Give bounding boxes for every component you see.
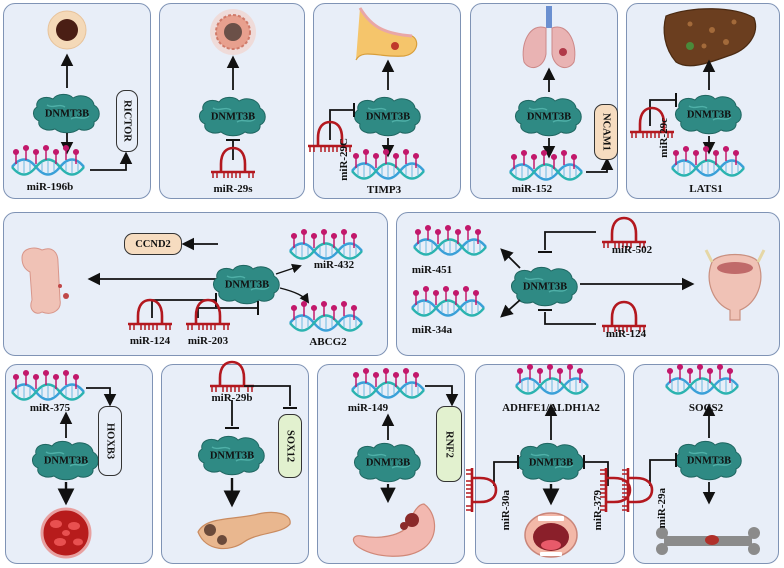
enzyme-label-10: DNMT3B xyxy=(365,457,411,469)
enzyme-label-6: DNMT3B xyxy=(224,279,270,291)
p5-mirna-label: miR-29c xyxy=(658,118,670,158)
panel-11-graphics xyxy=(464,363,632,558)
panel-7-graphics xyxy=(410,216,766,334)
p7-gene-b-label: miR-34a xyxy=(411,324,453,336)
p11-mirna-b-label: miR-379 xyxy=(592,490,604,531)
p12-mirna-label: miR-29a xyxy=(656,488,668,529)
p12-gene-label: SOCS2 xyxy=(688,402,724,414)
enzyme-label-5: DNMT3B xyxy=(686,109,732,121)
p11-gene-label: ADHFE1/ALDH1A2 xyxy=(502,402,600,414)
panel-5-graphics xyxy=(628,8,757,177)
panel-10-graphics xyxy=(350,367,459,557)
p2-mirna-label: miR-29s xyxy=(213,183,253,195)
p8-target-pill: HOXB3 xyxy=(98,406,122,476)
panel-3-graphics xyxy=(306,7,426,180)
panel-8-graphics xyxy=(10,369,117,559)
p6-mirna-b-label: miR-203 xyxy=(187,335,229,347)
enzyme-label-4: DNMT3B xyxy=(526,111,572,123)
p7-gene-a-label: miR-451 xyxy=(411,264,453,276)
p5-gene-label: LATS1 xyxy=(689,183,723,195)
p10-target-label: RNF2 xyxy=(443,430,455,458)
p1-mirna-label: miR-196b xyxy=(26,181,74,193)
p1-target-label: RICTOR xyxy=(121,100,133,142)
panel-1-graphics xyxy=(10,10,133,176)
enzyme-label-9: DNMT3B xyxy=(209,450,255,462)
p6-gene-label: ABCG2 xyxy=(309,336,347,348)
p7-mirna-in-label: miR-502 xyxy=(611,244,653,256)
p8-target-label: HOXB3 xyxy=(104,422,116,460)
p10-target-pill: RNF2 xyxy=(436,406,462,482)
p6-mirna-up-label: miR-432 xyxy=(313,259,355,271)
p1-target-pill: RICTOR xyxy=(116,90,138,152)
p6-target-label: CCND2 xyxy=(135,238,171,250)
p3-gene-label: TIMP3 xyxy=(366,184,402,196)
enzyme-label-11: DNMT3B xyxy=(528,457,574,469)
p9-mirna-label: miR-29b xyxy=(211,392,253,404)
p4-target-pill: NCAM1 xyxy=(594,104,618,160)
p4-mirna-label: miR-152 xyxy=(511,183,553,195)
p9-target-label: SOX12 xyxy=(284,429,296,463)
panel-12-graphics xyxy=(620,363,760,555)
panel-9-graphics xyxy=(197,360,297,550)
panel-6-graphics xyxy=(21,228,364,332)
p3-mirna-label: miR-29C xyxy=(338,138,350,181)
enzyme-label-8: DNMT3B xyxy=(43,455,89,467)
p4-target-label: NCAM1 xyxy=(600,113,612,151)
panel-4-graphics xyxy=(508,6,614,181)
p7-mirna-in2-label: miR-124 xyxy=(605,328,647,340)
enzyme-label-1: DNMT3B xyxy=(44,108,90,120)
p11-mirna-a-label: miR-30a xyxy=(500,490,512,531)
enzyme-label-2: DNMT3B xyxy=(210,111,256,123)
p9-target-pill: SOX12 xyxy=(278,414,302,478)
p10-mirna-label: miR-149 xyxy=(347,402,389,414)
panel-2-graphics xyxy=(198,9,266,180)
enzyme-label-7: DNMT3B xyxy=(522,281,568,293)
enzyme-label-12: DNMT3B xyxy=(686,455,732,467)
enzyme-label-3: DNMT3B xyxy=(365,111,411,123)
p8-mirna-label: miR-375 xyxy=(29,402,71,414)
p6-mirna-a-label: miR-124 xyxy=(129,335,171,347)
p6-target-pill: CCND2 xyxy=(124,233,182,255)
